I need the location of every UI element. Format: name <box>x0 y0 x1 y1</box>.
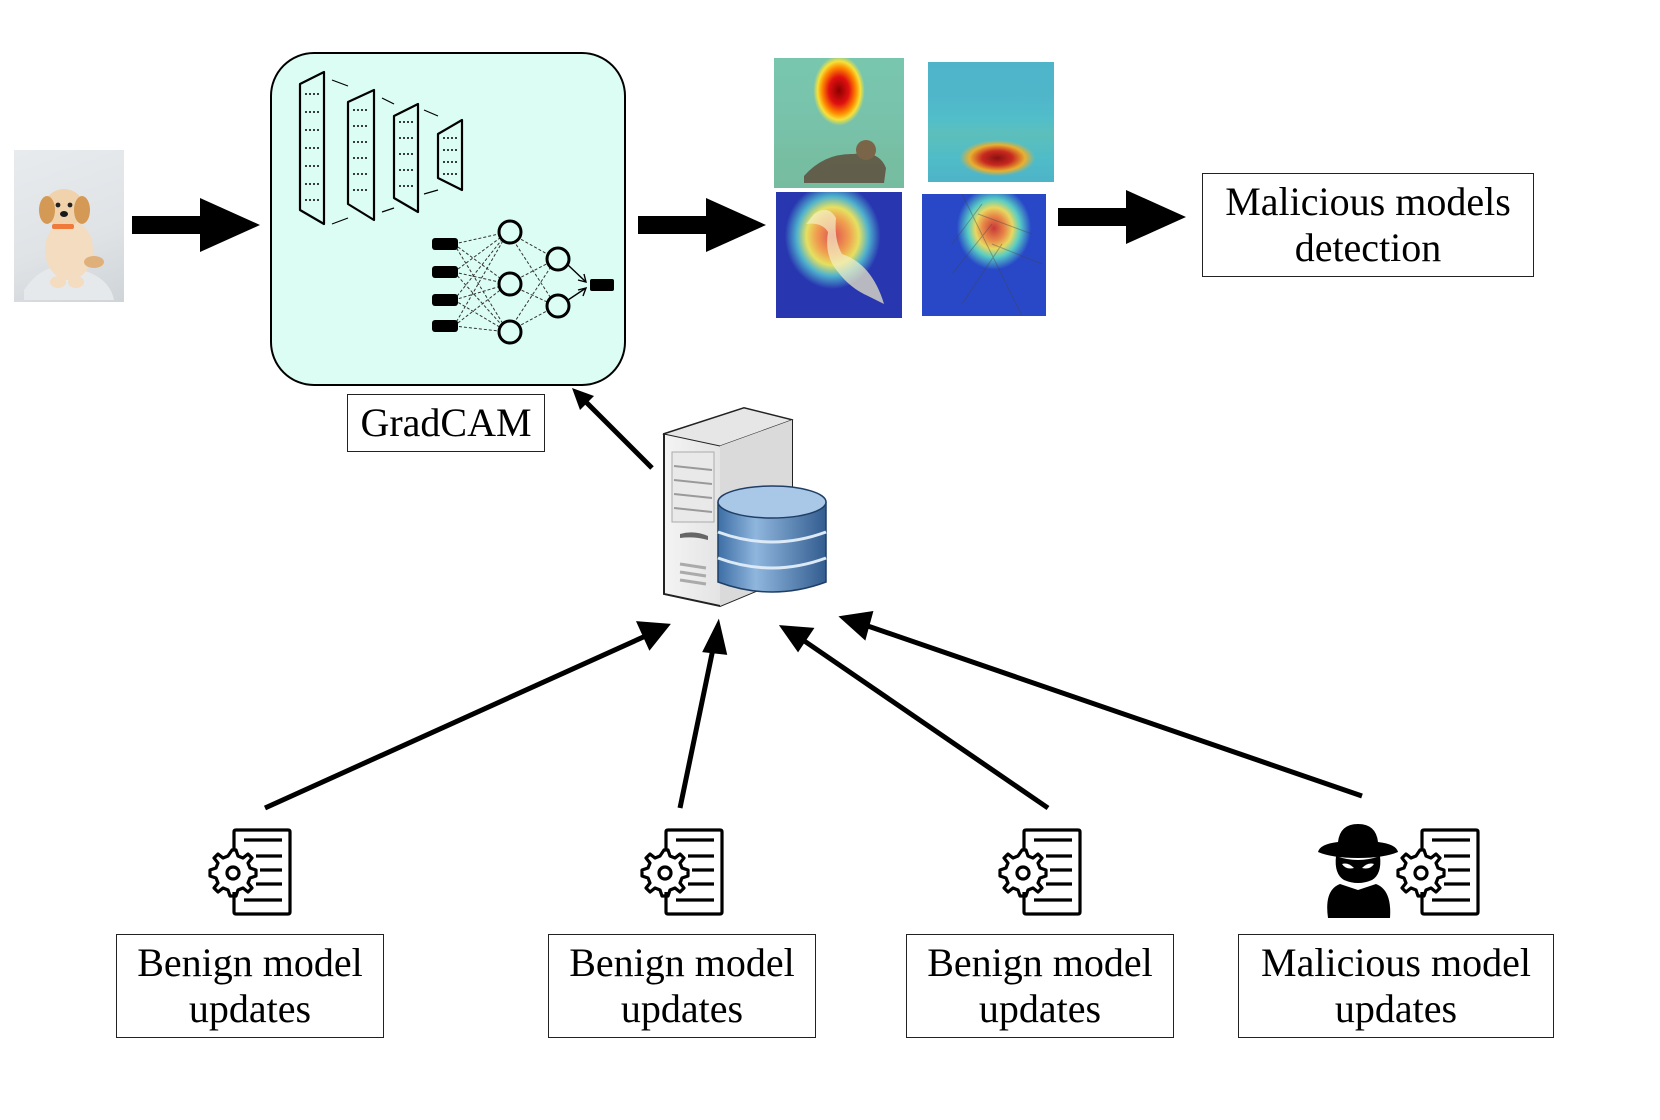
flow-arrow-to-gradcam <box>132 198 260 252</box>
bird-silhouette-icon <box>806 209 884 304</box>
heatmap-bird <box>776 192 902 318</box>
malicious-detection-box: Malicious models detection <box>1202 173 1534 277</box>
spy-icon <box>1318 824 1398 918</box>
gradcam-model-block <box>270 52 626 386</box>
cnn-architecture-icon <box>298 70 614 345</box>
heatmap-cat <box>774 58 904 188</box>
flow-arrow-to-heatmaps <box>638 198 766 252</box>
server-database-icon <box>662 406 827 608</box>
client-4-line-2: updates <box>1334 986 1458 1031</box>
client-3-line-1: Benign model <box>927 940 1153 985</box>
arrow-client-1 <box>263 631 652 811</box>
settings-document-icon <box>640 828 724 916</box>
input-dog-image <box>14 150 124 302</box>
arrow-head-client-4 <box>838 610 874 641</box>
gradcam-label-text: GradCAM <box>360 400 532 445</box>
client-label-malicious: Malicious model updates <box>1238 934 1554 1038</box>
arrow-head-client-2 <box>702 618 728 655</box>
client-1-line-2: updates <box>188 986 312 1031</box>
flow-arrow-to-detection <box>1058 190 1186 244</box>
arrow-client-2 <box>677 643 717 809</box>
arrow-client-3 <box>798 635 1050 811</box>
settings-document-icon <box>1396 828 1480 916</box>
leaf-veins-icon <box>951 194 1043 316</box>
settings-document-icon <box>208 828 292 916</box>
client-2-line-2: updates <box>620 986 744 1031</box>
dog-icon <box>24 189 114 300</box>
gradcam-label: GradCAM <box>347 394 545 452</box>
client-label-1: Benign model updates <box>116 934 384 1038</box>
client-3-line-2: updates <box>978 986 1102 1031</box>
detection-line-1: Malicious models <box>1225 179 1511 224</box>
settings-document-icon <box>998 828 1082 916</box>
arrow-head-client-1 <box>635 621 671 651</box>
arrow-server-to-gradcam <box>572 388 654 470</box>
client-1-line-1: Benign model <box>137 940 363 985</box>
client-4-line-1: Malicious model <box>1261 940 1531 985</box>
heatmap-skyline <box>928 62 1054 182</box>
client-2-line-1: Benign model <box>569 940 795 985</box>
arrow-head-client-3 <box>778 625 815 653</box>
cat-silhouette-icon <box>804 140 886 183</box>
detection-line-2: detection <box>1294 225 1442 270</box>
client-label-3: Benign model updates <box>906 934 1174 1038</box>
heatmap-leaf <box>922 194 1046 316</box>
client-label-2: Benign model updates <box>548 934 816 1038</box>
arrow-client-4 <box>861 621 1363 799</box>
